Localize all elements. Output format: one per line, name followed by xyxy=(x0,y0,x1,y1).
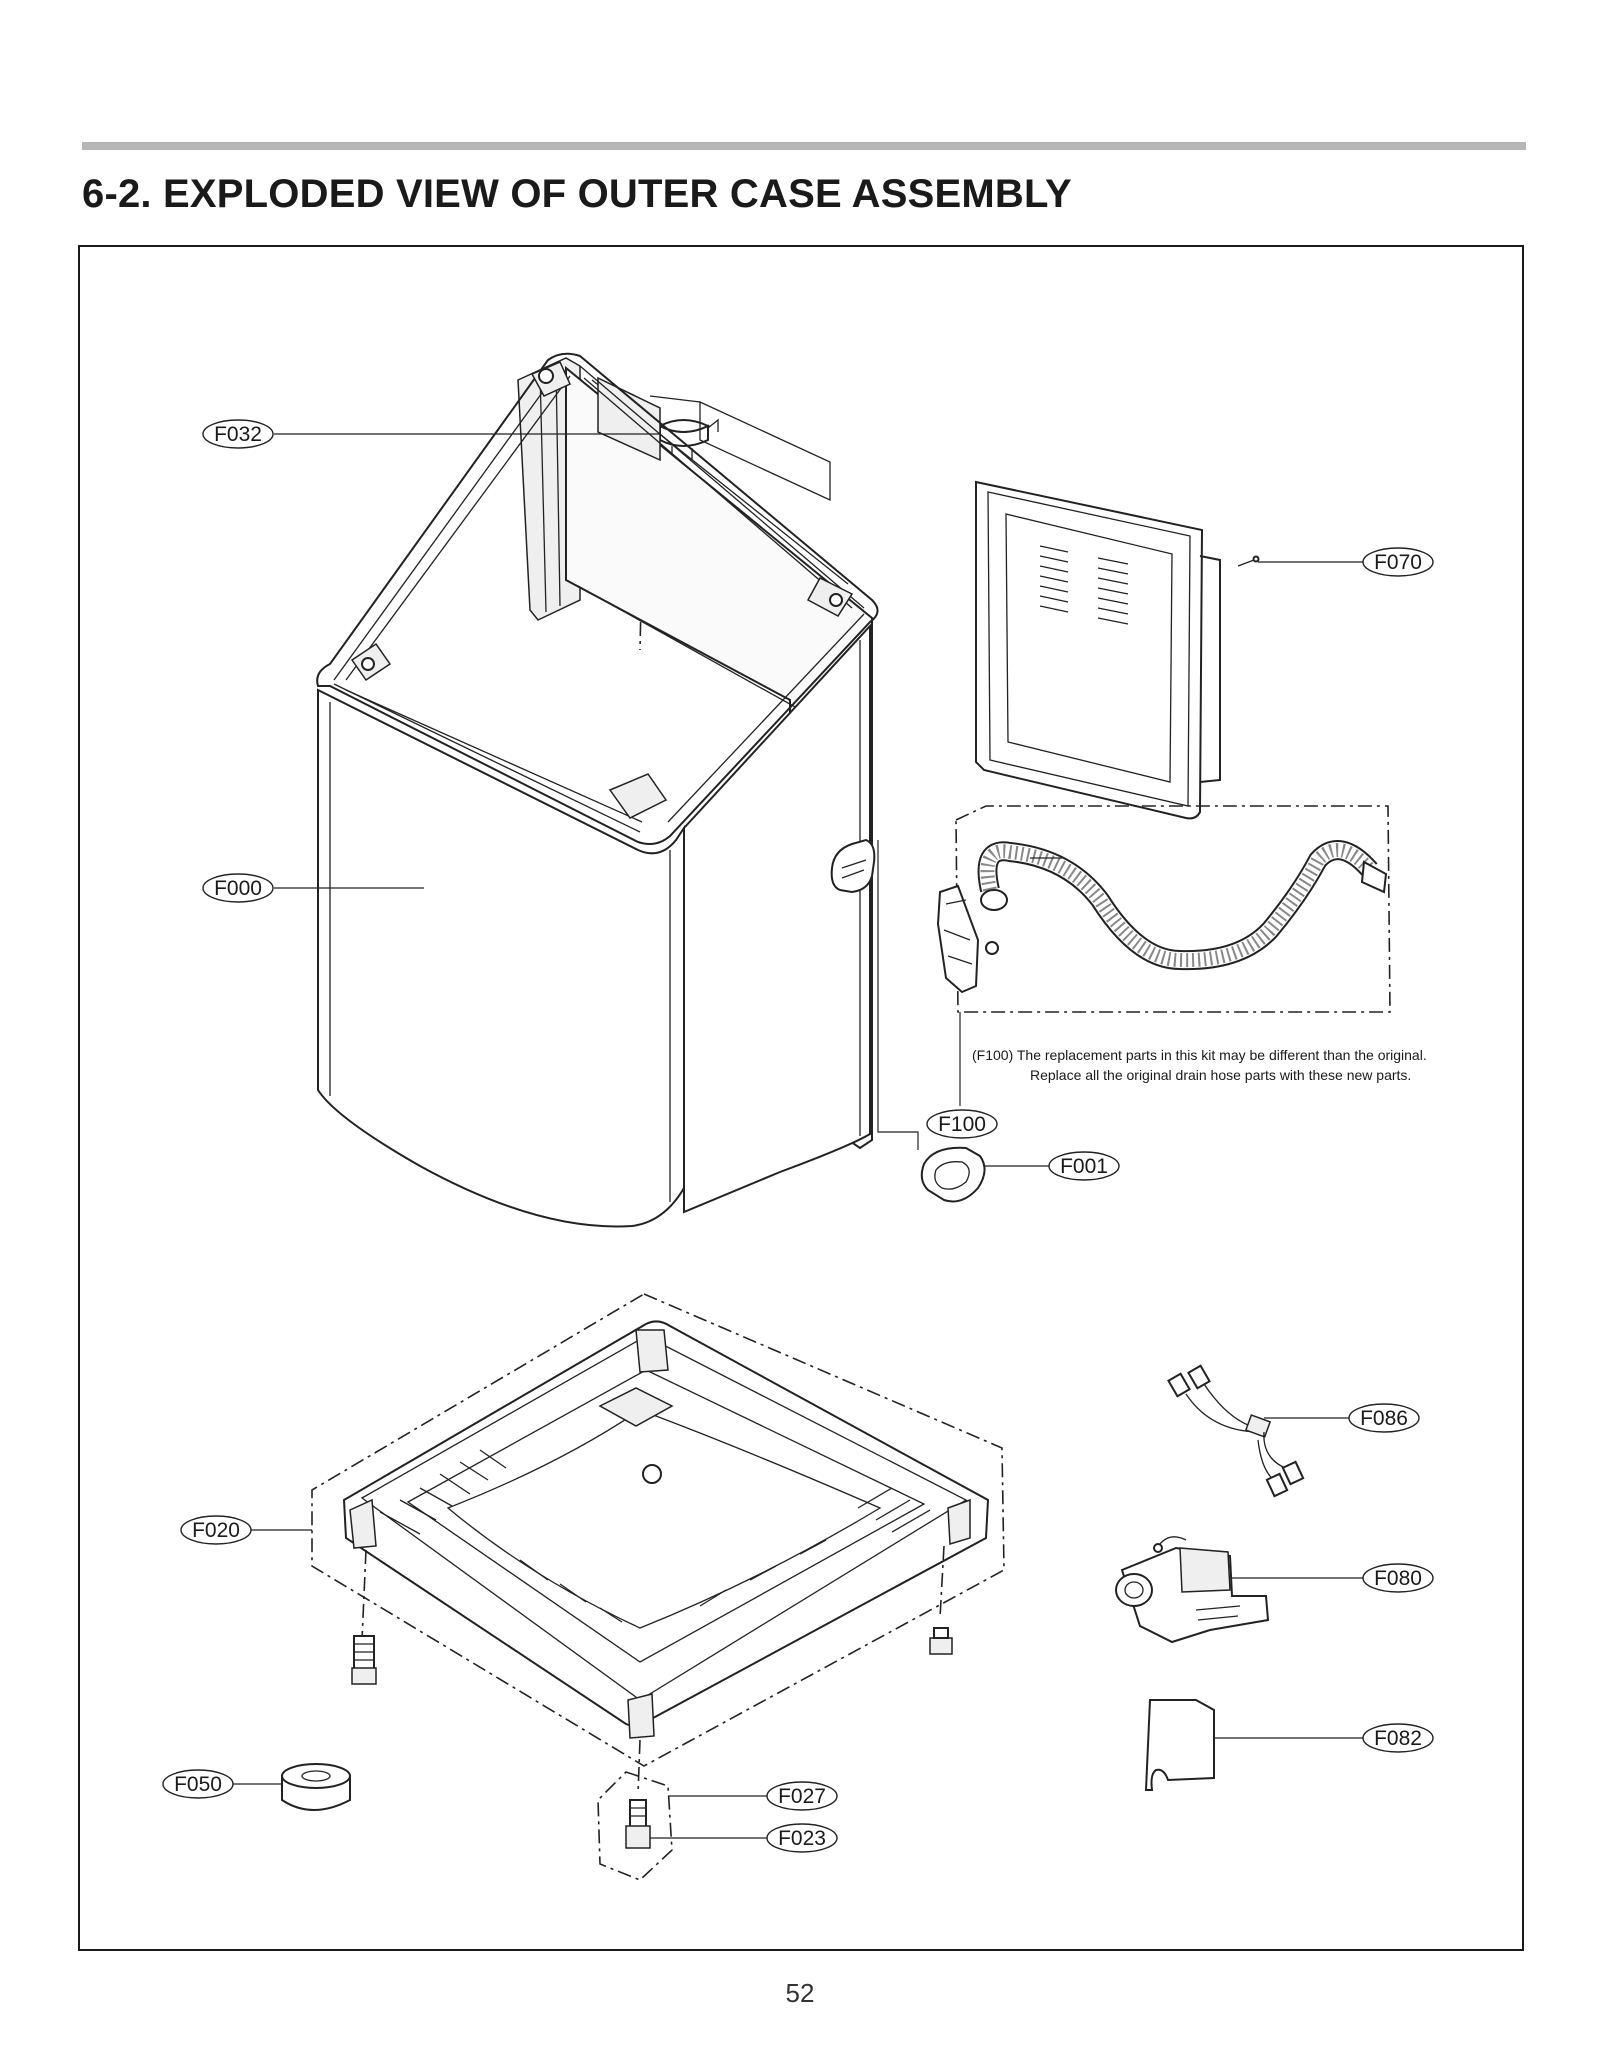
f001-guide-line xyxy=(877,840,919,1150)
part-f070-rear-panel xyxy=(975,480,1260,820)
part-f082-plate xyxy=(1144,1699,1215,1791)
svg-text:F080: F080 xyxy=(1374,1567,1422,1590)
diagram-frame xyxy=(78,245,1524,1951)
leader-lines xyxy=(232,433,1364,1839)
callout-f086: F086 xyxy=(1348,1403,1420,1433)
callout-f023: F023 xyxy=(766,1823,838,1853)
part-f000-cabinet xyxy=(316,352,879,1228)
page-title: 6-2. EXPLODED VIEW OF OUTER CASE ASSEMBL… xyxy=(82,172,1072,216)
f100-kit-boundary xyxy=(955,805,1391,1013)
callout-f000: F000 xyxy=(202,873,274,903)
svg-text:F070: F070 xyxy=(1374,551,1422,574)
svg-text:F050: F050 xyxy=(174,1773,222,1796)
f020-guide-left xyxy=(361,1549,367,1641)
svg-text:F020: F020 xyxy=(192,1519,240,1542)
part-f032-clamp xyxy=(657,418,719,460)
callout-f082: F082 xyxy=(1362,1723,1434,1753)
page-number: 52 xyxy=(785,1978,815,2008)
part-leveling-leg-left xyxy=(351,1635,377,1685)
f100-note-line-1: (F100) The replacement parts in this kit… xyxy=(972,1047,1427,1063)
part-f100-drain-hose-kit xyxy=(936,840,1388,994)
svg-text:F001: F001 xyxy=(1060,1155,1108,1178)
f020-guide-right xyxy=(939,1545,945,1619)
svg-text:F000: F000 xyxy=(214,877,262,900)
part-leveling-nut-right xyxy=(929,1627,953,1655)
svg-text:F027: F027 xyxy=(778,1785,826,1808)
callout-f020: F020 xyxy=(180,1515,252,1545)
callout-f050: F050 xyxy=(162,1769,234,1799)
callout-f080: F080 xyxy=(1362,1563,1434,1593)
part-f027-f023-leg xyxy=(625,1799,651,1849)
callout-f032: F032 xyxy=(202,419,274,449)
part-f020-base xyxy=(342,1320,990,1739)
svg-text:F082: F082 xyxy=(1374,1727,1422,1750)
header-rule xyxy=(82,142,1526,150)
part-f086-wire-harness xyxy=(1167,1364,1305,1498)
svg-text:F100: F100 xyxy=(938,1113,986,1136)
svg-text:F023: F023 xyxy=(778,1827,826,1850)
callout-f027: F027 xyxy=(766,1781,838,1811)
callout-f070: F070 xyxy=(1362,547,1434,577)
svg-text:F086: F086 xyxy=(1360,1407,1408,1430)
part-f050-foot-cap xyxy=(281,1763,351,1811)
f027-guide-line xyxy=(637,1739,641,1795)
f100-note-line-2: Replace all the original drain hose part… xyxy=(1030,1067,1411,1083)
part-f001-grommet xyxy=(920,1146,986,1203)
f020-base-boundary xyxy=(311,1293,1005,1767)
callout-f001: F001 xyxy=(1048,1151,1120,1181)
part-f080-drain-pump xyxy=(1115,1536,1270,1644)
svg-text:F032: F032 xyxy=(214,423,262,446)
callout-f100: F100 xyxy=(926,1109,998,1139)
